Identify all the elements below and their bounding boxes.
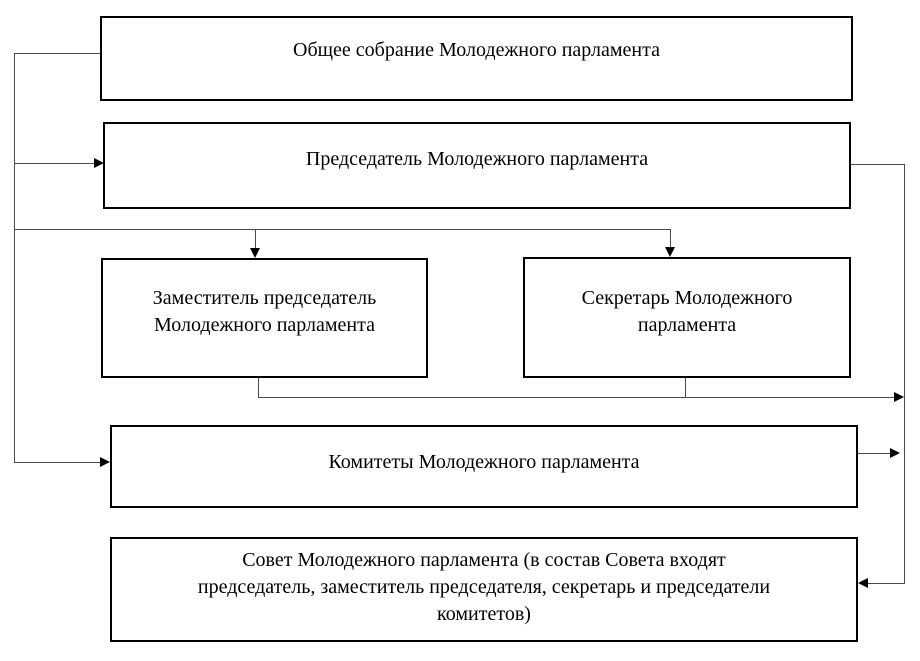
right-rail-line	[904, 164, 905, 584]
node-deputy-chairman-label-line1: Заместитель председатель	[152, 287, 377, 309]
node-secretary: Секретарь Молодежного парламента	[523, 257, 851, 378]
arrowhead-committees-out-icon	[890, 448, 900, 458]
node-council-label-line1: Совет Молодежного парламента (в состав С…	[242, 549, 726, 571]
node-council: Совет Молодежного парламента (в состав С…	[110, 537, 858, 642]
node-committees: Комитеты Молодежного парламента	[110, 425, 858, 508]
edge-left-rail-to-committees	[14, 462, 100, 463]
edge-right-rail-to-council	[868, 583, 905, 584]
edge-committees-to-right-rail	[858, 453, 890, 454]
arrowhead-into-chairman-icon	[94, 158, 104, 168]
node-deputy-chairman: Заместитель председатель Молодежного пар…	[101, 258, 428, 378]
node-general-assembly: Общее собрание Молодежного парламента	[100, 16, 853, 101]
arrowhead-merge-to-rail-icon	[894, 392, 904, 402]
edge-left-rail-to-chairman	[14, 163, 94, 164]
node-secretary-label-line2: парламента	[637, 313, 737, 336]
edge-branch-to-secretary	[670, 229, 671, 248]
node-chairman: Председатель Молодежного парламента	[103, 122, 851, 209]
edge-deputy-to-merge	[258, 378, 259, 397]
edge-assembly-to-left-rail	[14, 53, 101, 54]
edge-secretary-to-merge	[685, 378, 686, 397]
arrowhead-into-council-icon	[858, 578, 868, 588]
edge-branch-to-deputy	[255, 229, 256, 249]
arrowhead-into-deputy-icon	[250, 248, 260, 258]
node-general-assembly-label: Общее собрание Молодежного парламента	[293, 39, 660, 61]
arrowhead-into-secretary-icon	[665, 247, 675, 257]
node-chairman-label: Председатель Молодежного парламента	[305, 148, 649, 170]
node-council-label-line3: комитетов)	[437, 603, 531, 625]
edge-chairman-to-right-rail	[851, 164, 905, 165]
node-committees-label: Комитеты Молодежного парламента	[328, 451, 640, 473]
left-rail-line	[14, 53, 15, 463]
node-deputy-chairman-label-line2: Молодежного парламента	[154, 314, 375, 336]
edge-merge-to-right-rail	[258, 397, 894, 398]
edge-chairman-branch-line	[14, 229, 671, 230]
arrowhead-into-committees-icon	[100, 457, 110, 467]
node-secretary-label-line1: Секретарь Молодежного	[581, 286, 793, 309]
node-council-label-line2: председатель, заместитель председателя, …	[197, 576, 771, 598]
